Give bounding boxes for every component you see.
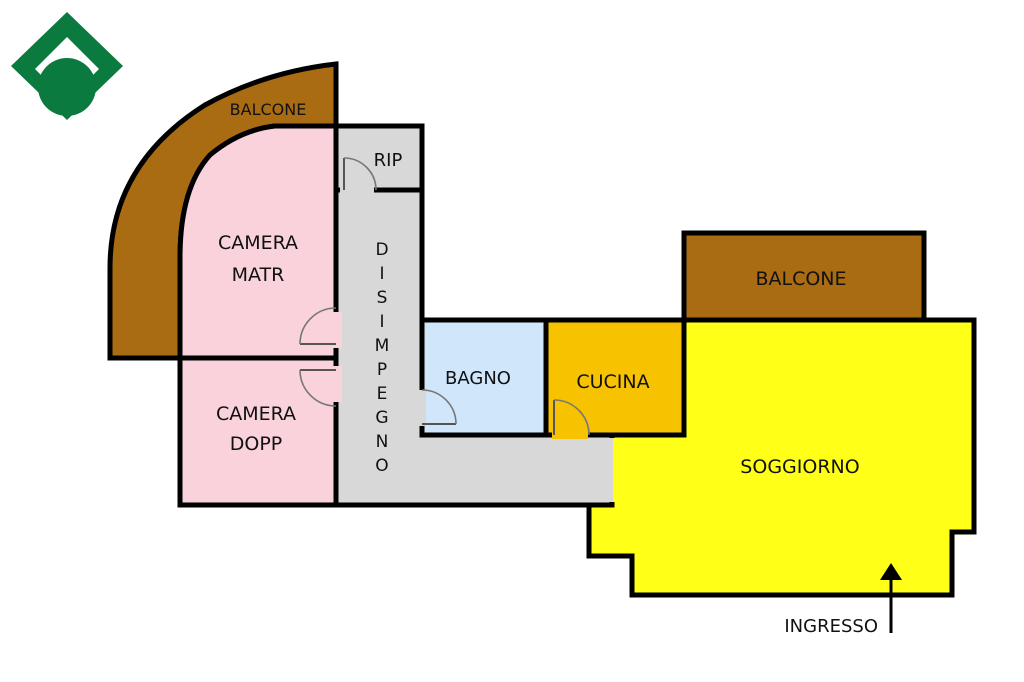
door-rip [340, 157, 377, 194]
arrow-up-icon [880, 563, 902, 633]
disimpegno-letter: I [379, 264, 384, 284]
door-camera-matr [299, 307, 342, 348]
room-soggiorno [586, 317, 977, 598]
disimpegno-letter: N [376, 432, 389, 452]
disimpegno-letter: D [375, 240, 388, 260]
disimpegno-letter: O [375, 456, 388, 476]
room-camera-matr [177, 123, 339, 361]
label-camera-matr-line1: CAMERA [218, 232, 298, 254]
disimpegno-letter: S [377, 288, 388, 308]
label-camera-matr-line2: MATR [232, 264, 285, 286]
label-camera-dopp-line1: CAMERA [216, 403, 296, 425]
label-balcone-top: BALCONE [230, 100, 307, 119]
label-bagno: BAGNO [445, 368, 511, 389]
disimpegno-letter: G [375, 408, 388, 428]
door-cucina [552, 399, 590, 439]
disimpegno-letter: I [379, 312, 384, 332]
label-soggiorno: SOGGIORNO [740, 456, 859, 478]
label-rip: RIP [374, 150, 403, 171]
door-bagno [418, 389, 457, 426]
label-ingresso: INGRESSO [784, 616, 878, 637]
agency-logo-icon [11, 12, 123, 120]
disimpegno-letter: E [377, 384, 388, 404]
disimpegno-letter: P [377, 360, 387, 380]
disimpegno-letter: M [375, 336, 390, 356]
label-cucina: CUCINA [576, 371, 649, 393]
label-disimpegno: D I S I M P E G N O [375, 240, 390, 476]
room-camera-dopp [177, 355, 339, 508]
balcony-right-area [681, 230, 927, 323]
door-camera-dopp [299, 366, 342, 407]
room-bagno [419, 317, 549, 438]
label-camera-dopp-line2: DOPP [230, 433, 283, 455]
label-balcone-right: BALCONE [755, 268, 846, 290]
